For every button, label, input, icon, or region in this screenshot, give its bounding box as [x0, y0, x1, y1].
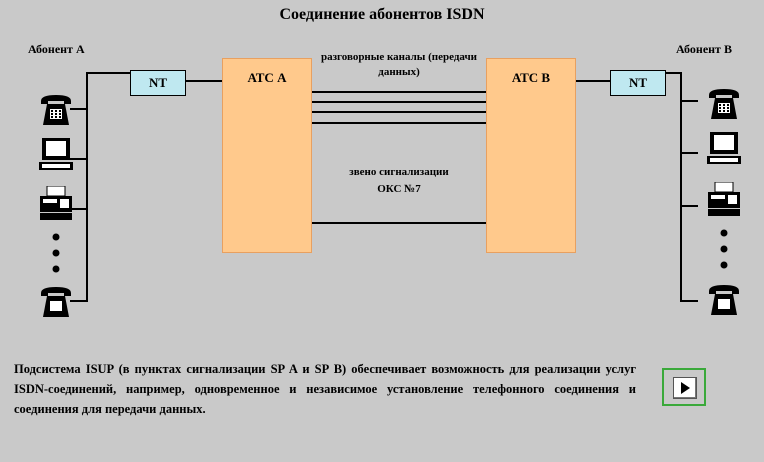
phone-icon — [38, 284, 74, 320]
subscriber-b-label: Абонент В — [676, 42, 732, 56]
phone-icon — [706, 86, 742, 122]
ellipsis-dots-icon — [718, 228, 730, 270]
tap-line — [70, 108, 88, 110]
subscriber-a-label: Абонент А — [28, 42, 85, 56]
subscriber-b-bus — [680, 72, 682, 302]
subscriber-a-bus — [86, 72, 88, 302]
bus-b-to-nt-line — [666, 72, 682, 74]
voice-channels-label: разговорные каналы (передачи данных) — [320, 51, 478, 78]
atc-to-nt-b-line — [576, 80, 610, 82]
nt-box-b: NT — [610, 70, 666, 96]
voice-channel-line — [312, 111, 486, 113]
diagram-title: Соединение абонентов ISDN — [279, 6, 485, 23]
voice-channel-line — [312, 122, 486, 124]
tap-line — [680, 100, 698, 102]
atc-b-box: АТС В — [486, 58, 576, 253]
computer-icon — [706, 130, 742, 166]
atc-a-box: АТС А — [222, 58, 312, 253]
voice-channel-line — [312, 91, 486, 93]
tap-line — [70, 300, 88, 302]
phone-icon — [38, 92, 74, 128]
phone-icon — [706, 282, 742, 318]
signaling-link-label-1: звено сигнализации — [349, 166, 449, 178]
bus-a-to-nt-line — [86, 72, 130, 74]
play-button[interactable] — [662, 368, 706, 406]
signaling-link-line — [312, 222, 486, 224]
fax-icon — [38, 185, 74, 222]
tap-line — [70, 158, 88, 160]
tap-line — [680, 152, 698, 154]
computer-icon — [38, 136, 74, 172]
tap-line — [680, 300, 698, 302]
nt-box-a: NT — [130, 70, 186, 96]
tap-line — [680, 205, 698, 207]
nt-a-to-atc-line — [186, 80, 222, 82]
voice-channel-line — [312, 101, 486, 103]
ellipsis-dots-icon — [50, 232, 62, 274]
play-icon[interactable] — [673, 377, 697, 399]
tap-line — [70, 208, 88, 210]
description-text: Подсистема ISUP (в пунктах сигнализации … — [14, 362, 636, 416]
signaling-link-label-2: ОКС №7 — [377, 183, 421, 195]
fax-icon — [706, 181, 742, 218]
